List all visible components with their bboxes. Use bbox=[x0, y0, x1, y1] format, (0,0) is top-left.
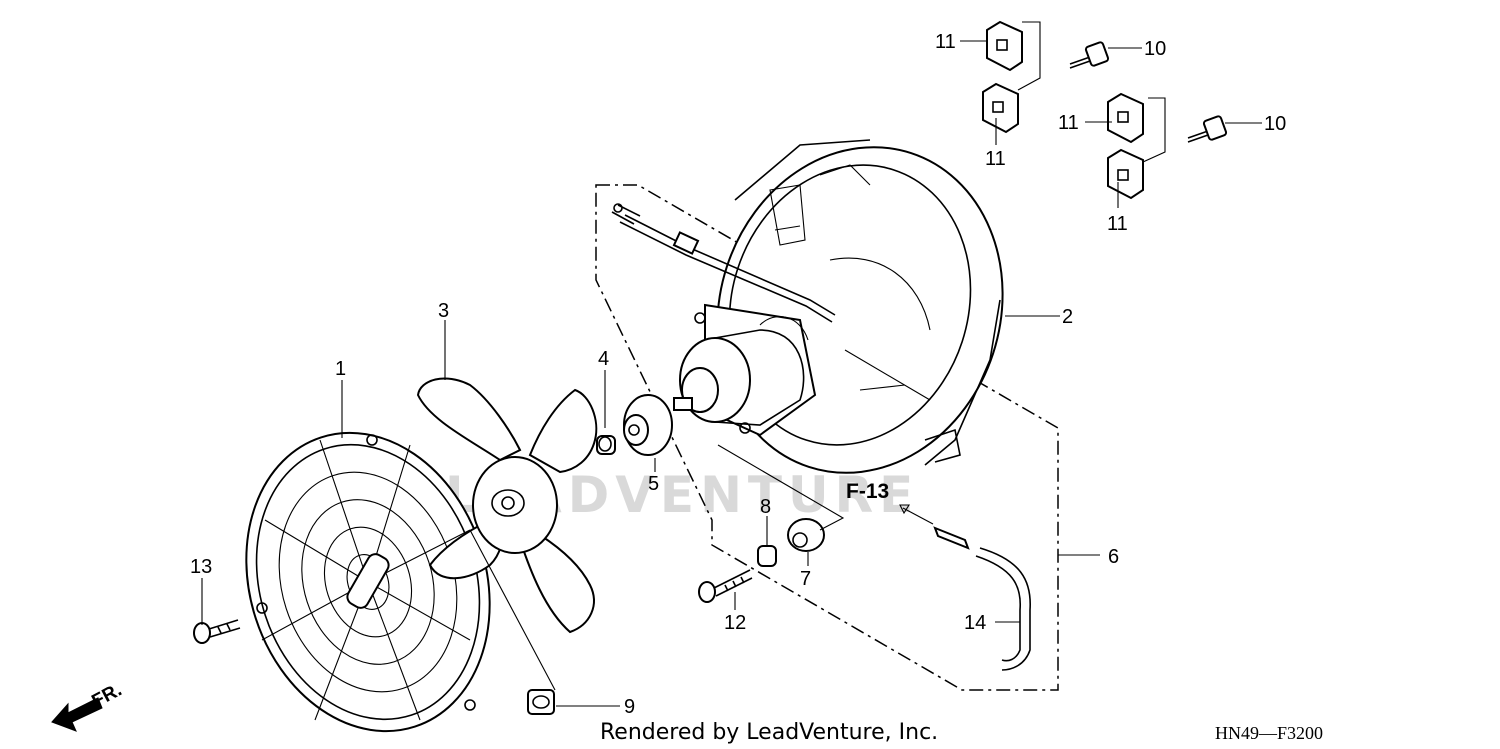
callout-2: 2 bbox=[1062, 306, 1073, 328]
callout-10a: 10 bbox=[1144, 38, 1166, 60]
assembly-boundary bbox=[595, 184, 1059, 691]
callout-6: 6 bbox=[1108, 546, 1119, 568]
callout-14: 14 bbox=[964, 612, 986, 634]
callout-11b: 11 bbox=[985, 148, 1006, 170]
credit-text: Rendered by LeadVenture, Inc. bbox=[600, 720, 938, 745]
wire-harness bbox=[611, 203, 836, 323]
callout-10b: 10 bbox=[1264, 113, 1286, 135]
part-collar-4 bbox=[596, 435, 616, 455]
reference-label: F-13 bbox=[846, 480, 889, 503]
part-bolt-10b bbox=[1187, 115, 1228, 143]
part-screw-13 bbox=[193, 619, 241, 644]
callouts: 1 2 3 4 5 6 7 8 9 10 10 11 11 11 11 12 1… bbox=[190, 31, 1286, 718]
callout-11a: 11 bbox=[935, 31, 956, 53]
callout-11c: 11 bbox=[1058, 112, 1079, 134]
leader-lines bbox=[201, 21, 1262, 707]
front-direction-arrow: FR. bbox=[51, 680, 125, 732]
part-bolt-12 bbox=[698, 569, 753, 603]
part-collar-8 bbox=[757, 545, 777, 567]
callout-3: 3 bbox=[438, 300, 449, 322]
fan-blade bbox=[416, 377, 598, 634]
part-nut-9 bbox=[527, 689, 555, 715]
part-clip-11b bbox=[982, 82, 1019, 134]
part-grommet-7 bbox=[787, 518, 825, 552]
part-clip-11c bbox=[1107, 92, 1144, 144]
diagram-code: HN49—F3200 bbox=[1215, 723, 1323, 743]
fan-guard bbox=[245, 431, 491, 733]
part-bolt-10a bbox=[1069, 41, 1110, 69]
callout-7: 7 bbox=[800, 568, 811, 590]
part-clip-11d bbox=[1107, 148, 1144, 200]
part-clip-11a bbox=[986, 20, 1023, 72]
callout-8: 8 bbox=[760, 496, 771, 518]
callout-13: 13 bbox=[190, 556, 212, 578]
callout-1: 1 bbox=[335, 358, 346, 380]
callout-5: 5 bbox=[648, 473, 659, 495]
part-hose-14 bbox=[933, 526, 1031, 671]
fan-motor bbox=[673, 303, 817, 437]
callout-11d: 11 bbox=[1107, 213, 1128, 235]
callout-12: 12 bbox=[724, 612, 746, 634]
callout-9: 9 bbox=[624, 696, 635, 718]
part-rubber-mount-5 bbox=[623, 394, 673, 456]
callout-4: 4 bbox=[598, 348, 609, 370]
